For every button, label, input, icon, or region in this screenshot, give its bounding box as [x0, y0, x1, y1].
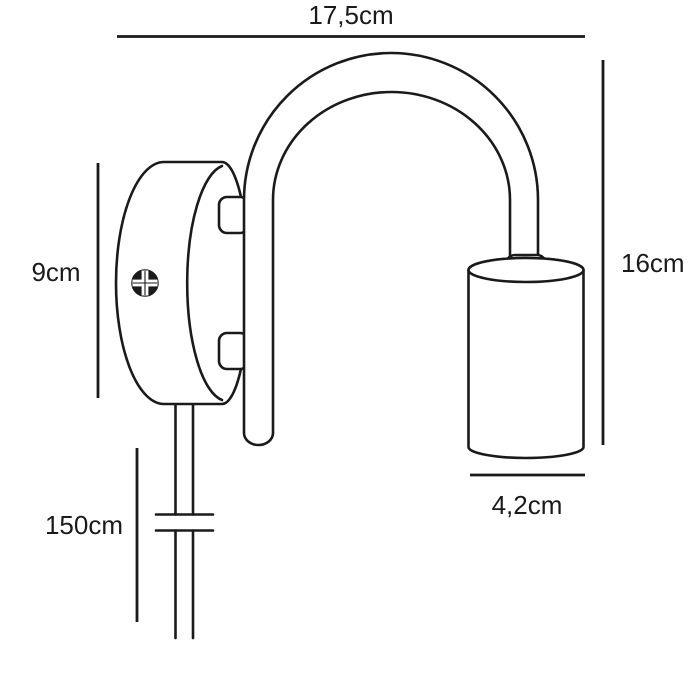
label-total-width: 17,5cm — [308, 0, 393, 30]
screw-icon — [131, 269, 159, 297]
label-plate-height: 9cm — [31, 257, 80, 287]
socket-top-rim — [467, 256, 585, 284]
label-fixture-height: 16cm — [621, 248, 685, 278]
label-cable-length: 150cm — [45, 510, 123, 540]
curved-arm — [242, 51, 540, 447]
label-socket-diameter: 4,2cm — [492, 490, 563, 520]
cable-break-icon — [154, 513, 215, 532]
plate-face-edge — [185, 164, 224, 402]
power-cable — [154, 400, 215, 640]
lamp-socket — [467, 256, 585, 460]
